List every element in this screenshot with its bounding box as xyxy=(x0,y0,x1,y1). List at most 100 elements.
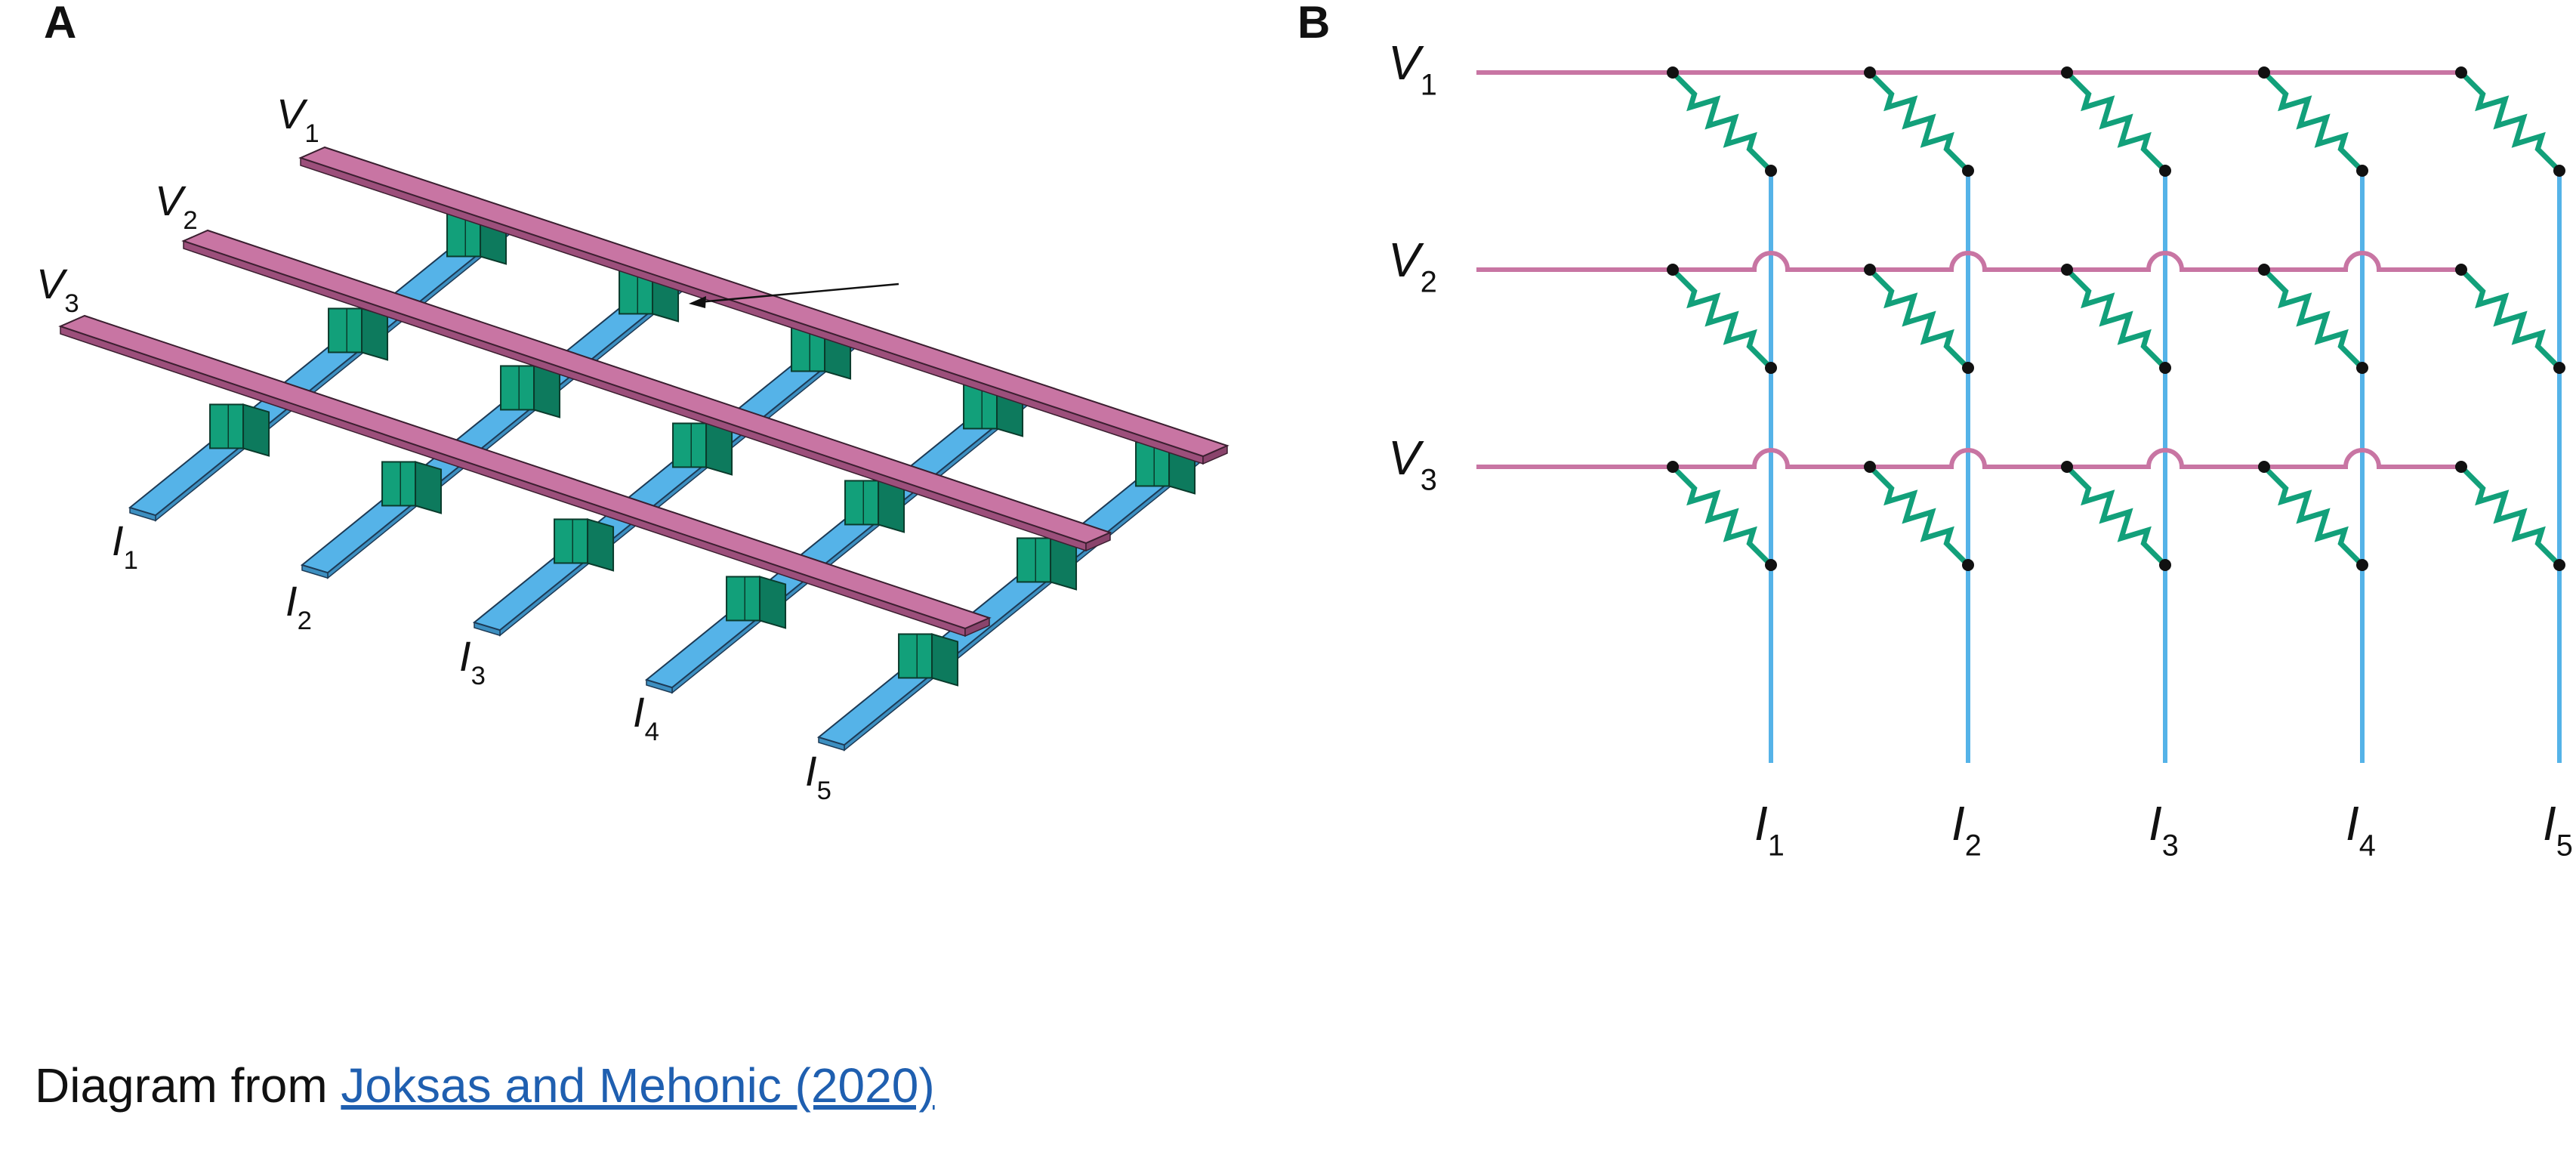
memristor-device xyxy=(2065,267,2167,370)
memristor-device xyxy=(1671,70,1773,173)
memristor-device xyxy=(1671,465,1773,567)
voltage-label-3d-2-sub: 2 xyxy=(183,206,197,235)
junction-node xyxy=(1962,362,1974,374)
current-label-1-main: I xyxy=(1754,796,1768,851)
voltage-label-3d-3: V3 xyxy=(36,260,79,318)
panel-label-a: A xyxy=(44,0,76,48)
current-label-3d-1: I1 xyxy=(112,517,138,575)
device-cell-side xyxy=(759,576,787,629)
junction-node xyxy=(2356,165,2368,177)
device-cell xyxy=(898,633,933,679)
current-label-3: I3 xyxy=(2149,796,2179,862)
junction-node xyxy=(2455,264,2467,276)
current-label-3d-3-main: I xyxy=(459,632,471,680)
current-label-3d-3: I3 xyxy=(459,632,486,690)
current-label-1-sub: 1 xyxy=(1768,829,1785,862)
junction-node xyxy=(2159,559,2171,571)
junction-node xyxy=(1765,362,1777,374)
junction-node xyxy=(1667,66,1679,79)
voltage-label-3d-2: V2 xyxy=(155,177,198,235)
current-label-3d-3-sub: 3 xyxy=(471,662,486,690)
device-cell xyxy=(500,365,535,411)
device-pointer xyxy=(698,283,899,304)
current-label-3d-2-main: I xyxy=(285,577,298,625)
junction-node xyxy=(2061,264,2073,276)
junction-node xyxy=(1667,461,1679,473)
current-label-3d-1-main: I xyxy=(112,517,124,564)
device-cell xyxy=(1017,537,1052,583)
junction-node xyxy=(1864,461,1876,473)
memristor-device xyxy=(2065,70,2167,173)
voltage-label-3d-1: V1 xyxy=(276,90,319,148)
memristor-device xyxy=(2262,267,2365,370)
word-line-3d xyxy=(58,314,992,630)
device-cell xyxy=(328,307,363,354)
voltage-label-3d-3-main: V xyxy=(36,260,68,307)
current-label-3d-5-sub: 5 xyxy=(817,777,831,805)
device-cell xyxy=(726,576,761,622)
memristor-device xyxy=(1868,465,1970,567)
device-cell-side xyxy=(587,518,615,572)
voltage-label-1-main: V xyxy=(1388,36,1424,90)
citation-link[interactable]: Joksas and Mehonic (2020) xyxy=(341,1058,935,1113)
junction-node xyxy=(2061,66,2073,79)
schematic-lines xyxy=(1476,66,2565,763)
voltage-label-1: V1 xyxy=(1388,36,1437,101)
junction-node xyxy=(1765,165,1777,177)
current-label-3-sub: 3 xyxy=(2162,829,2179,862)
current-label-3d-2: I2 xyxy=(285,577,312,635)
voltage-label-2: V2 xyxy=(1388,233,1437,298)
junction-node xyxy=(2061,461,2073,473)
device-cell-side xyxy=(931,633,959,687)
memristor-device xyxy=(1868,70,1970,173)
current-label-3d-4-sub: 4 xyxy=(645,718,659,746)
device-cell xyxy=(672,422,708,468)
junction-node xyxy=(1765,559,1777,571)
voltage-label-3-main: V xyxy=(1388,431,1424,485)
junction-node xyxy=(2159,165,2171,177)
current-label-4-sub: 4 xyxy=(2359,829,2376,862)
current-label-5-main: I xyxy=(2543,796,2556,851)
caption-prefix: Diagram from xyxy=(35,1058,341,1113)
word-line-3d xyxy=(298,146,1229,458)
voltage-label-3d-1-sub: 1 xyxy=(304,119,319,148)
panel-label-b: B xyxy=(1297,0,1330,48)
memristor-device xyxy=(2459,70,2562,173)
junction-node xyxy=(2455,461,2467,473)
current-label-3d-5-main: I xyxy=(805,747,817,795)
voltage-label-3-sub: 3 xyxy=(1421,463,1437,496)
current-label-5-sub: 5 xyxy=(2556,829,2573,862)
device-cell-side xyxy=(415,461,443,514)
junction-node xyxy=(2553,362,2565,374)
voltage-label-3d-1-main: V xyxy=(276,90,308,137)
current-label-5: I5 xyxy=(2543,796,2573,862)
junction-node xyxy=(1962,165,1974,177)
junction-node xyxy=(2258,264,2270,276)
memristor-device xyxy=(1868,267,1970,370)
device-cell xyxy=(209,403,245,449)
device-cell-side xyxy=(242,403,270,457)
junction-node xyxy=(2356,559,2368,571)
voltage-label-3: V3 xyxy=(1388,431,1437,496)
current-label-2-sub: 2 xyxy=(1965,829,1982,862)
junction-node xyxy=(2553,165,2565,177)
memristor-device xyxy=(2459,465,2562,567)
current-label-4: I4 xyxy=(2346,796,2376,862)
word-line-3d xyxy=(181,229,1112,545)
current-label-2-main: I xyxy=(1951,796,1965,851)
memristor-device xyxy=(2262,465,2365,567)
junction-node xyxy=(1864,66,1876,79)
current-label-2: I2 xyxy=(1951,796,1982,862)
memristor-device xyxy=(2459,267,2562,370)
junction-node xyxy=(2258,461,2270,473)
junction-node xyxy=(2356,362,2368,374)
memristor-device xyxy=(2065,465,2167,567)
device-cell xyxy=(844,480,880,526)
memristor-device xyxy=(1671,267,1773,370)
device-cell xyxy=(554,518,589,564)
current-label-4-main: I xyxy=(2346,796,2359,851)
